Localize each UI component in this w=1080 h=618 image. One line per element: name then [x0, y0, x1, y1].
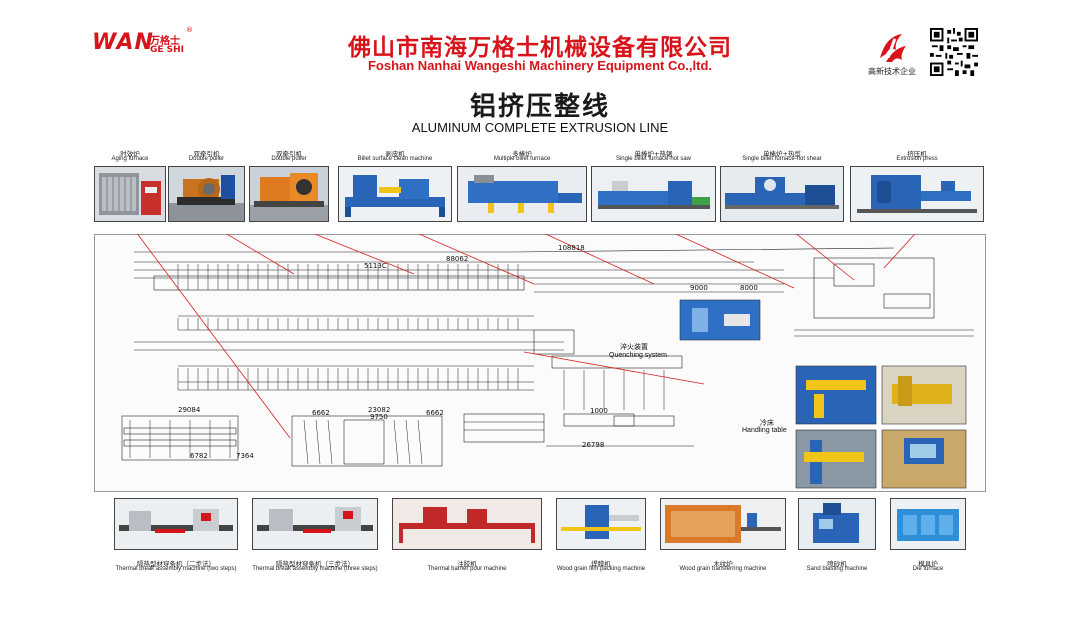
page-title-cn: 铝挤压整线 [469, 92, 610, 122]
dimension-label: 6782 [190, 452, 208, 460]
machine-photo [457, 166, 587, 222]
page-title-en: ALUMINUM COMPLETE EXTRUSION LINE [411, 120, 669, 135]
machine-photo [660, 498, 786, 550]
machine-photo [798, 498, 876, 550]
machine-card-billet-furnace-hot-shear[interactable]: 单棒炉+热剪 Single billet furnace-hot shear [720, 148, 844, 224]
layout-drawing [121, 234, 974, 489]
dimension-label: 88062 [446, 255, 469, 263]
machine-label-cn: 双牵引机 [276, 150, 302, 158]
machine-card-billet-surface-clean[interactable]: 剥皮机 Billet surface clean machine [338, 148, 452, 224]
machine-label-cn: 隔热型材穿条机（三步法） [276, 560, 354, 568]
dimension-label: 29084 [178, 406, 201, 414]
machine-label-cn: 双牵引机 [193, 150, 220, 158]
machine-label-en: Wood grain film packing machine [556, 566, 646, 572]
machine-card-double-puller-2[interactable]: 双牵引机 Double puller [249, 148, 329, 224]
company-name-cn: 佛山市南海万格士机械设备有限公司 [348, 35, 732, 61]
machine-label-cn: 喷砂机 [827, 560, 847, 568]
dimension-label: 9000 [690, 284, 708, 292]
quenching-label-cn: 淬火装置 [620, 343, 648, 351]
machine-label-en: Single billet furnace-hot saw [615, 156, 692, 162]
quenching-label-en: Quenching system [609, 352, 667, 359]
dimension-label: 1000 [590, 407, 608, 415]
machine-photo [591, 166, 716, 222]
machine-card-multiple-billet-furnace[interactable]: 多棒炉 Multiple billet furnace [457, 148, 587, 224]
machine-photo [94, 166, 166, 222]
machine-label-en: Multiple billet furnace [493, 156, 551, 162]
machine-photo [850, 166, 984, 222]
logo-cn-text: 万格士 [150, 36, 180, 47]
machine-card-billet-furnace-hot-saw[interactable]: 单棒炉+热锯 Single billet furnace-hot saw [591, 148, 716, 224]
logo-en-text: GE SHI [150, 45, 185, 55]
dimension-label: 5113C [364, 262, 387, 270]
machine-label-en: Thermal break assembly machine (three st… [252, 566, 378, 572]
dimension-label: 8000 [740, 284, 758, 292]
company-name-en: Foshan Nanhai Wangeshi Machinery Equipme… [367, 58, 713, 73]
dimension-label: 7364 [236, 452, 254, 460]
machine-label-cn: 焊膜机 [591, 560, 611, 568]
dimension-label: 23082 [368, 406, 391, 414]
machine-photo [168, 166, 245, 222]
company-logo: WAN 万格士 GE SHI ® [92, 26, 202, 60]
logo-wordmark: WAN [92, 30, 154, 55]
high-tech-enterprise-icon [880, 34, 906, 62]
machine-photo [338, 166, 452, 222]
machine-card-thermal-break-three-steps[interactable]: 隔热型材穿条机（三步法） Thermal break assembly mach… [252, 498, 378, 578]
machine-label-cn: 模具炉 [918, 560, 938, 568]
machine-label-cn: 剥皮机 [385, 150, 405, 158]
machine-card-die-furnace[interactable]: 模具炉 Die furnace [890, 498, 966, 578]
machine-label-cn: 木纹炉 [713, 560, 733, 568]
machine-photo [392, 498, 542, 550]
machine-card-aging-furnace[interactable]: 时效炉 Aging furnace [94, 148, 166, 224]
machine-card-wood-grain-transferring[interactable]: 木纹炉 Wood grain transferring machine [660, 498, 786, 578]
handling-table-label-cn: 冷床 [760, 419, 774, 427]
machine-label-cn: 单棒炉+热剪 [763, 150, 801, 158]
machine-label-en: Extrusion press [896, 156, 938, 162]
qr-code-icon[interactable] [930, 28, 978, 76]
machine-label-cn: 注胶机 [457, 560, 477, 568]
machine-photo [890, 498, 966, 550]
machine-card-wood-grain-film-packing[interactable]: 焊膜机 Wood grain film packing machine [556, 498, 646, 578]
high-tech-label: 高新技术企业 [868, 67, 916, 76]
machine-label-en: Billet surface clean machine [357, 156, 433, 162]
machine-label-cn: 隔热型材穿条机（二步法） [137, 560, 215, 568]
machine-label-en: Single billet furnace-hot shear [742, 156, 822, 162]
dimension-label: 26798 [582, 441, 605, 449]
machine-photo [249, 166, 329, 222]
machine-label-en: Wood grain transferring machine [679, 566, 767, 572]
machine-label-cn: 挤压机 [907, 150, 927, 158]
machine-label-cn: 单棒炉+热锯 [634, 150, 673, 158]
machine-photo [720, 166, 844, 222]
machine-label-cn: 多棒炉 [512, 150, 532, 158]
machine-photo [114, 498, 238, 550]
dimension-label: 108818 [558, 244, 585, 252]
machine-label-en: Die furnace [912, 566, 944, 572]
machine-photo [556, 498, 646, 550]
machine-label-en: Double puller [188, 156, 225, 162]
handling-table-label-en: Handling table [742, 427, 787, 434]
machine-card-thermal-barrier-pour[interactable]: 注胶机 Thermal barrier pour machine [392, 498, 542, 578]
dimension-label: 6662 [426, 409, 444, 417]
machine-label-en: Thermal barrier pour machine [427, 566, 507, 572]
machine-label-cn: 时效炉 [120, 150, 140, 158]
machine-card-extrusion-press[interactable]: 挤压机 Extrusion press [850, 148, 984, 224]
machine-card-sand-blasting[interactable]: 喷砂机 Sand blasting machine [798, 498, 876, 578]
machine-label-en: Thermal break assembly machine (two step… [115, 566, 237, 572]
machine-label-en: Aging furnace [111, 156, 149, 162]
dimension-label: 6662 [312, 409, 330, 417]
machine-label-en: Double puller [271, 156, 307, 162]
machine-card-thermal-break-two-steps[interactable]: 隔热型材穿条机（二步法） Thermal break assembly mach… [114, 498, 238, 578]
machine-card-double-puller-1[interactable]: 双牵引机 Double puller [168, 148, 245, 224]
machine-label-en: Sand blasting machine [806, 566, 868, 572]
machine-photo [252, 498, 378, 550]
dimension-label: 9750 [370, 413, 388, 421]
registered-mark: ® [186, 26, 193, 34]
